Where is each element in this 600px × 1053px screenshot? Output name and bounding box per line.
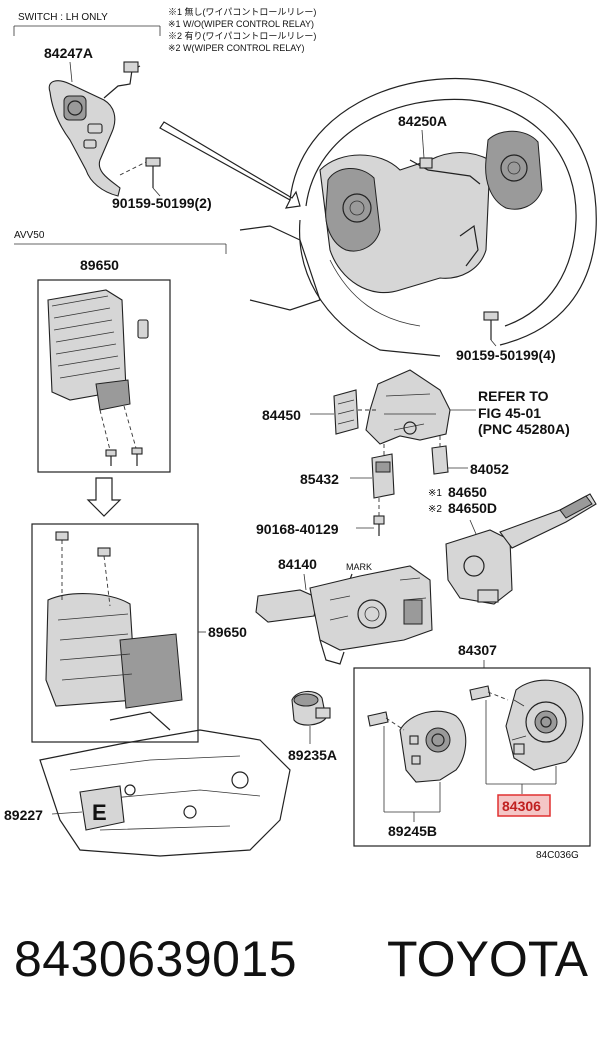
- turn-switch-84140: [255, 565, 433, 665]
- footer: 8430639015 TOYOTA: [0, 930, 600, 1020]
- label-84650: 84650: [448, 484, 487, 500]
- spiral-cable-89245B: [367, 710, 467, 783]
- switch-84247A: [48, 61, 141, 197]
- relay-89227: E: [79, 785, 125, 831]
- arrow-down-avv: [86, 477, 122, 517]
- refer-line-3: (PNC 45280A): [478, 421, 570, 437]
- footer-brand: TOYOTA: [387, 931, 588, 987]
- label-84052: 84052: [470, 461, 509, 477]
- label-90159-4: 90159-50199(4): [456, 347, 556, 363]
- switch-note: SWITCH : LH ONLY: [18, 12, 108, 23]
- screw-90159-left: [119, 157, 161, 188]
- ecu-89650-bottom: [45, 531, 183, 731]
- label-89650-top: 89650: [80, 257, 119, 273]
- label-89245B: 89245B: [388, 823, 437, 839]
- label-84247A: 84247A: [44, 45, 93, 61]
- figure-code: 84C036G: [536, 850, 579, 861]
- refer-line-2: FIG 45-01: [478, 405, 541, 421]
- note-1-en: ※1 W/O(WIPER CONTROL RELAY): [168, 19, 314, 29]
- steering-wheel: [239, 77, 597, 357]
- mark-label: MARK: [346, 562, 372, 572]
- leader-84140: [303, 573, 307, 591]
- label-89650-side: 89650: [208, 624, 247, 640]
- label-85432: 85432: [300, 471, 339, 487]
- screw-90159-right: [483, 311, 499, 340]
- leader-84250A: [421, 129, 425, 159]
- label-84307: 84307: [458, 642, 497, 658]
- box-89650-bottom: [31, 523, 199, 743]
- refer-line-1: REFER TO: [478, 388, 549, 404]
- ecu-89650-top: [47, 289, 149, 466]
- sensor-89235A: [291, 690, 331, 726]
- note-1-jp: ※1 無し(ワイパコントロールリレー): [168, 6, 316, 17]
- bracket-84450-assy: [333, 369, 451, 445]
- label-90168: 90168-40129: [256, 521, 339, 537]
- box-89650-top: [37, 279, 171, 473]
- parts-diagram: SWITCH : LH ONLY ※1 無し(ワイパコントロールリレー) ※1 …: [4, 6, 597, 861]
- e-mark: E: [92, 800, 107, 825]
- note-2-en: ※2 W(WIPER CONTROL RELAY): [168, 43, 305, 53]
- arrow-to-wheel: [159, 121, 301, 209]
- box-84307: [353, 667, 591, 847]
- mark-2: ※2: [428, 504, 442, 515]
- leader-90159-2: [152, 187, 161, 197]
- mark-1: ※1: [428, 488, 442, 499]
- dashboard-frame: [39, 729, 291, 857]
- highlight-84306: [497, 794, 551, 817]
- spiral-cable-84306: [469, 679, 584, 771]
- label-84140: 84140: [278, 556, 317, 572]
- part-84052: [431, 436, 449, 475]
- label-84450: 84450: [262, 407, 301, 423]
- label-84306: 84306: [502, 798, 541, 814]
- sensor-85432: [371, 444, 395, 499]
- label-89235A: 89235A: [288, 747, 337, 763]
- label-90159-2: 90159-50199(2): [112, 195, 212, 211]
- screw-90168: [373, 498, 385, 536]
- note-2-jp: ※2 有り(ワイパコントロールリレー): [168, 30, 316, 41]
- leader-84247A: [69, 61, 73, 83]
- wiper-switch-84650: [445, 493, 597, 605]
- avv-note: AVV50: [14, 230, 45, 241]
- label-84650D: 84650D: [448, 500, 497, 516]
- label-89227: 89227: [4, 807, 43, 823]
- leader-89227: [51, 811, 83, 815]
- footer-part-number: 8430639015: [14, 931, 298, 987]
- label-84250A: 84250A: [398, 113, 447, 129]
- leader-90159-4: [490, 339, 497, 347]
